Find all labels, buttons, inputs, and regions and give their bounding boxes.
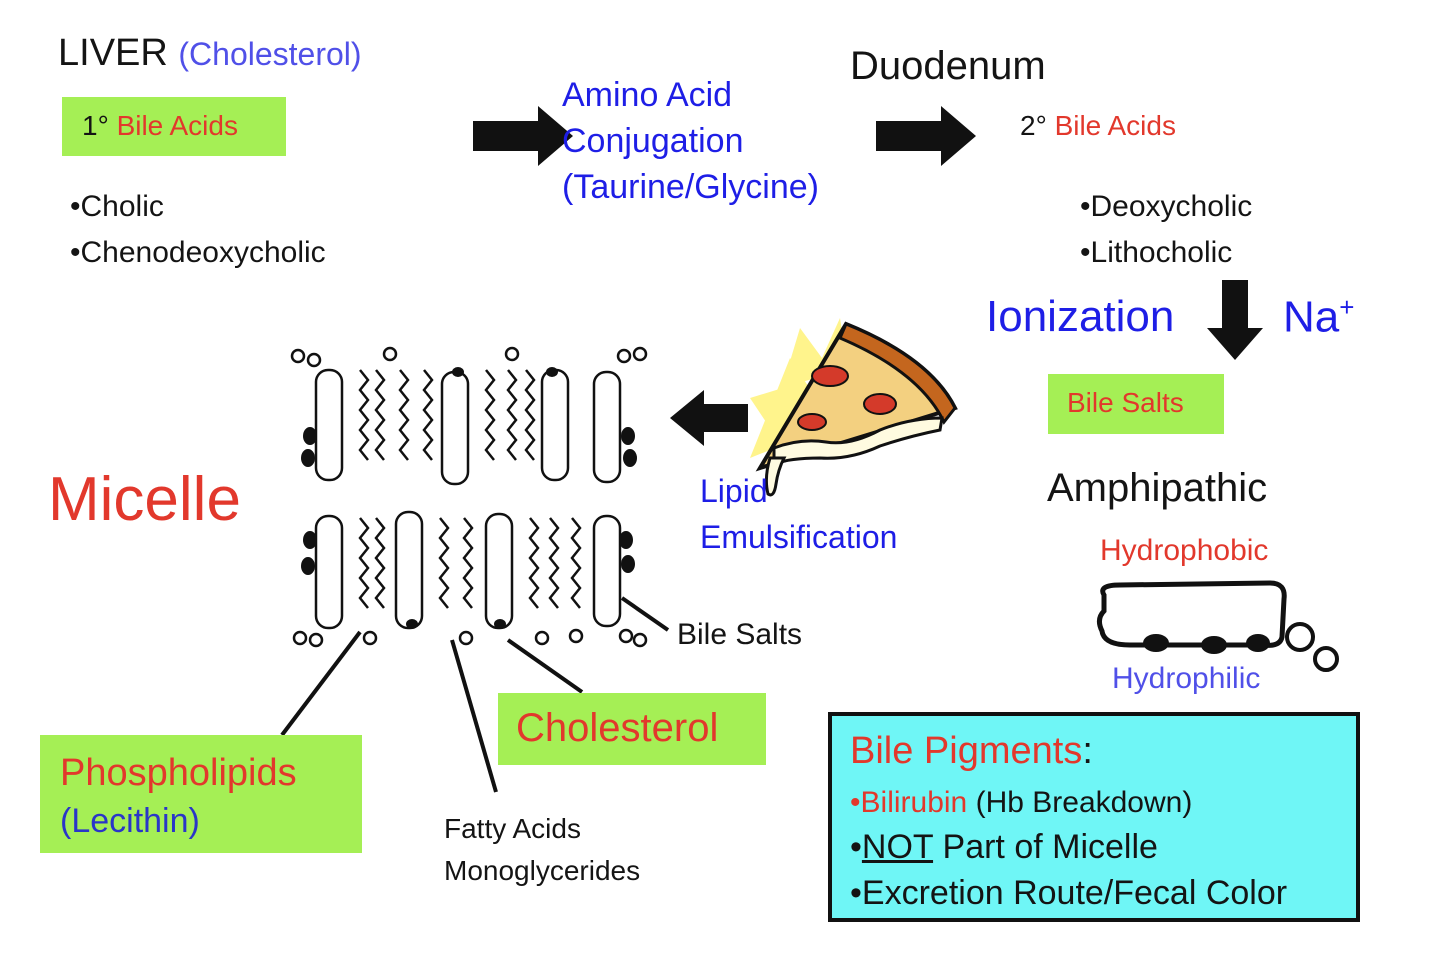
emulsification-line-2: Emulsification xyxy=(700,519,898,555)
bullet-icon: • xyxy=(70,236,81,269)
arrow-left-icon xyxy=(670,390,748,446)
primary-item-cheno: •Chenodeoxycholic xyxy=(70,236,326,270)
bile-pigments-title-text: Bile Pigments xyxy=(850,730,1083,772)
primary-bile-acids-label: 1° Bile Acids xyxy=(82,110,238,142)
pizza-icon xyxy=(750,318,958,497)
primary-bile-acids-box xyxy=(62,97,286,156)
arrow-right-icon xyxy=(473,106,573,166)
bilirubin-note: (Hb Breakdown) xyxy=(975,786,1193,819)
bilirubin-line: •Bilirubin (Hb Breakdown) xyxy=(850,786,1192,820)
phospholipids-box xyxy=(40,735,362,853)
amphipathic-molecule-icon xyxy=(1096,580,1339,672)
primary-prefix: 1° xyxy=(82,110,109,141)
bullet-icon: • xyxy=(850,786,861,819)
emulsification-text: Lipid Emulsification xyxy=(700,468,897,560)
secondary-item-deoxy: •Deoxycholic xyxy=(1080,190,1252,224)
arrow-right-icon xyxy=(876,106,976,166)
fatty-acids-text: Fatty Acids Monoglycerides xyxy=(444,808,640,892)
conjugation-line-3: (Taurine/Glycine) xyxy=(562,168,819,206)
micelle-title: Micelle xyxy=(48,465,241,534)
duodenum-title: Duodenum xyxy=(850,44,1046,88)
liver-label: LIVER xyxy=(58,32,168,74)
primary-item-cholic: •Cholic xyxy=(70,190,164,224)
amphipathic-title: Amphipathic xyxy=(1047,466,1268,510)
not-micelle-line: •NOT Part of Micelle xyxy=(850,828,1158,867)
emulsification-line-1: Lipid xyxy=(700,473,768,509)
bullet-icon: • xyxy=(850,828,862,866)
sodium-ion: Na+ xyxy=(1283,292,1354,343)
secondary-label: Bile Acids xyxy=(1054,110,1176,141)
bullet-icon: • xyxy=(70,190,81,223)
arrow-down-icon xyxy=(1207,280,1263,360)
list-item: Chenodeoxycholic xyxy=(80,236,326,269)
list-item: Lithocholic xyxy=(1090,236,1233,269)
conjugation-text: Amino Acid Conjugation (Taurine/Glycine) xyxy=(562,72,819,210)
sodium-charge: + xyxy=(1339,292,1355,322)
excretion-text: Excretion Route/Fecal Color xyxy=(861,874,1288,912)
cholesterol-label: Cholesterol xyxy=(516,706,719,750)
excretion-line: •Excretion Route/Fecal Color xyxy=(850,874,1287,913)
hydrophobic-label: Hydrophobic xyxy=(1100,534,1269,567)
liver-title: LIVER (Cholesterol) xyxy=(58,32,362,75)
conjugation-line-2: Conjugation xyxy=(562,122,744,160)
bullet-icon: • xyxy=(850,874,862,912)
micelle-bile-salts-label: Bile Salts xyxy=(677,618,803,651)
not-rest: Part of Micelle xyxy=(942,828,1158,866)
sodium-symbol: Na xyxy=(1283,292,1340,342)
micelle-icon xyxy=(290,346,648,648)
cholesterol-box xyxy=(498,693,766,765)
bullet-icon: • xyxy=(1080,236,1091,269)
lecithin-label: (Lecithin) xyxy=(60,802,200,840)
bile-salts-label: Bile Salts xyxy=(1067,387,1184,418)
bilirubin-label: Bilirubin xyxy=(860,786,968,819)
phospholipids-label: Phospholipids xyxy=(60,752,297,794)
hydrophilic-label: Hydrophilic xyxy=(1112,662,1261,695)
bullet-icon: • xyxy=(1080,190,1091,223)
fatty-acids-line-1: Fatty Acids xyxy=(444,813,581,844)
secondary-bile-acids-label: 2° Bile Acids xyxy=(1020,110,1176,142)
bile-pigments-colon: : xyxy=(1082,730,1093,772)
secondary-prefix: 2° xyxy=(1020,110,1047,141)
fatty-acids-line-2: Monoglycerides xyxy=(444,855,641,886)
not-word: NOT xyxy=(861,828,934,866)
liver-source: (Cholesterol) xyxy=(178,36,362,72)
list-item: Deoxycholic xyxy=(1090,190,1253,223)
ionization-label: Ionization xyxy=(986,292,1175,341)
bile-pigments-box: Bile Pigments: •Bilirubin (Hb Breakdown)… xyxy=(828,712,1360,922)
conjugation-line-1: Amino Acid xyxy=(562,76,733,114)
bile-salts-box xyxy=(1048,374,1224,434)
bile-pigments-title: Bile Pigments: xyxy=(850,730,1093,773)
list-item: Cholic xyxy=(80,190,164,223)
primary-label: Bile Acids xyxy=(116,110,238,141)
secondary-item-litho: •Lithocholic xyxy=(1080,236,1232,270)
